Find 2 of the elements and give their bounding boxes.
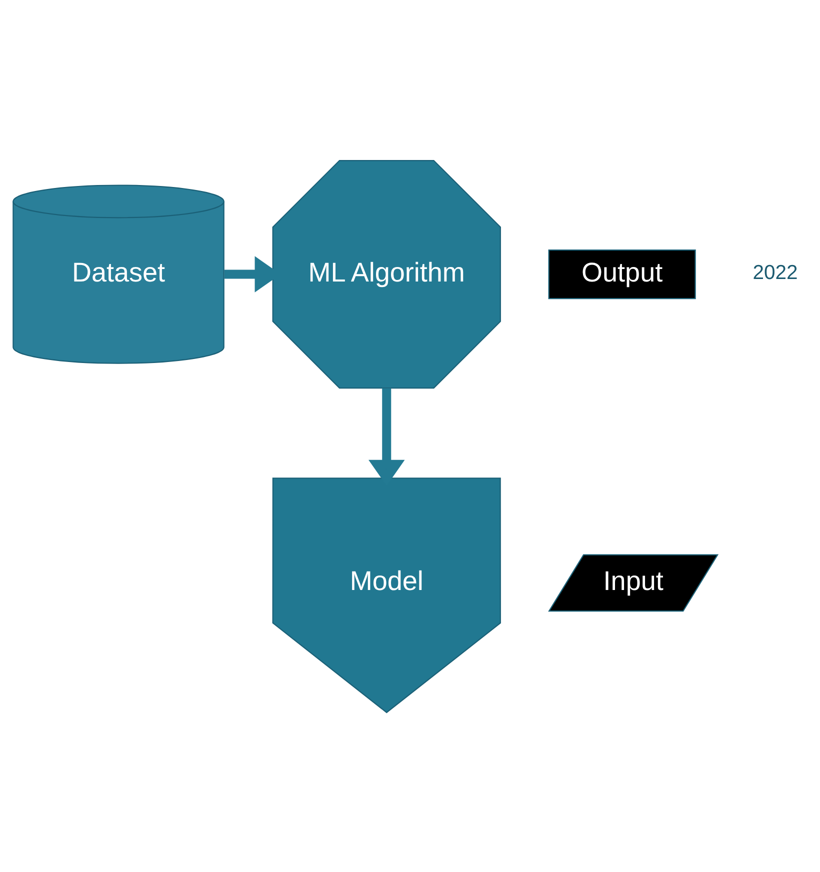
label: 2022	[752, 262, 798, 284]
node-box: Output	[548, 249, 696, 299]
